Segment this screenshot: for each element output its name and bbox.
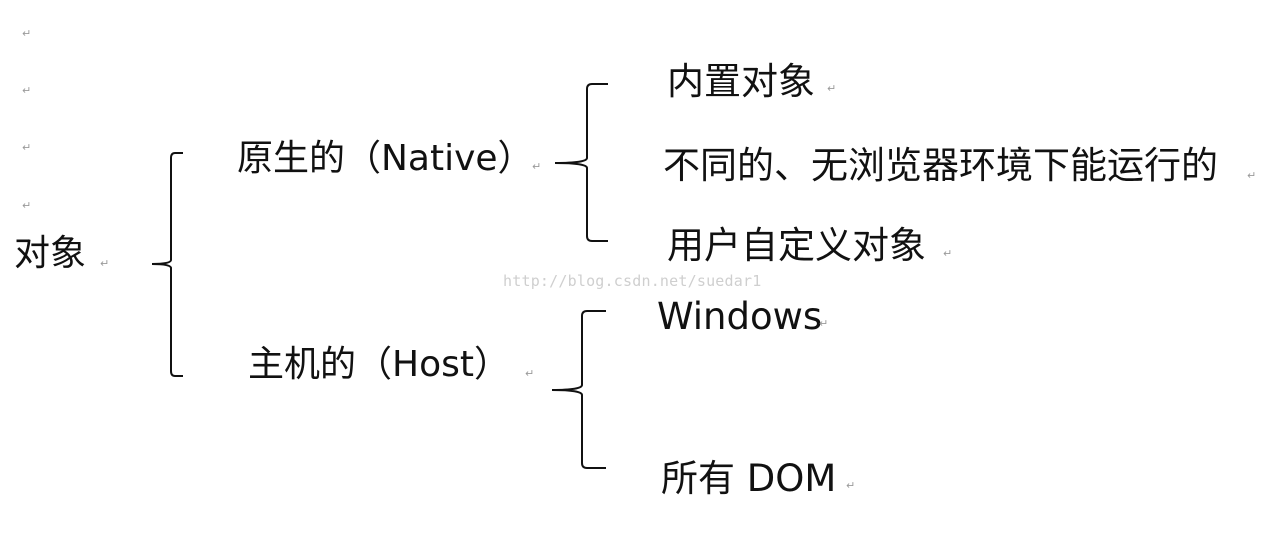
leaf-label: 不同的、无浏览器环境下能运行的 — [663, 144, 1218, 187]
branch-native: 原生的（Native） — [237, 141, 534, 177]
paragraph-mark: ↵ — [846, 479, 856, 492]
leaf-builtin-objects: 内置对象 — [667, 63, 815, 100]
paragraph-mark: ↵ — [943, 247, 953, 260]
paragraph-mark: ↵ — [100, 257, 110, 270]
host-bracket — [551, 310, 606, 469]
paragraph-mark: ↵ — [22, 199, 32, 212]
root-bracket — [151, 152, 183, 377]
paragraph-mark: ↵ — [22, 141, 32, 154]
leaf-label: 用户自定义对象 — [667, 224, 926, 267]
branch-host: 主机的（Host） — [248, 347, 510, 383]
leaf-label: Windows — [657, 295, 823, 338]
paragraph-mark: ↵ — [22, 84, 32, 97]
paragraph-mark: ↵ — [1247, 169, 1257, 182]
leaf-label: 内置对象 — [667, 60, 815, 103]
watermark: http://blog.csdn.net/suedar1 — [503, 272, 762, 290]
paragraph-mark: ↵ — [525, 367, 535, 380]
leaf-user-defined-objects: 用户自定义对象 — [667, 227, 926, 264]
root-label: 对象 — [14, 233, 87, 274]
paragraph-mark: ↵ — [819, 317, 829, 330]
branch-host-label: 主机的（Host） — [248, 344, 510, 385]
paragraph-mark: ↵ — [827, 82, 837, 95]
branch-native-label: 原生的（Native） — [237, 138, 534, 179]
leaf-all-dom: 所有 DOM — [661, 460, 836, 497]
paragraph-mark: ↵ — [22, 27, 32, 40]
leaf-label: 所有 DOM — [661, 457, 837, 500]
root-node: 对象 — [14, 236, 86, 272]
paragraph-mark: ↵ — [532, 160, 542, 173]
leaf-windows: Windows — [657, 298, 822, 335]
leaf-browserless-objects: 不同的、无浏览器环境下能运行的 — [663, 147, 1218, 184]
native-bracket — [554, 83, 608, 242]
